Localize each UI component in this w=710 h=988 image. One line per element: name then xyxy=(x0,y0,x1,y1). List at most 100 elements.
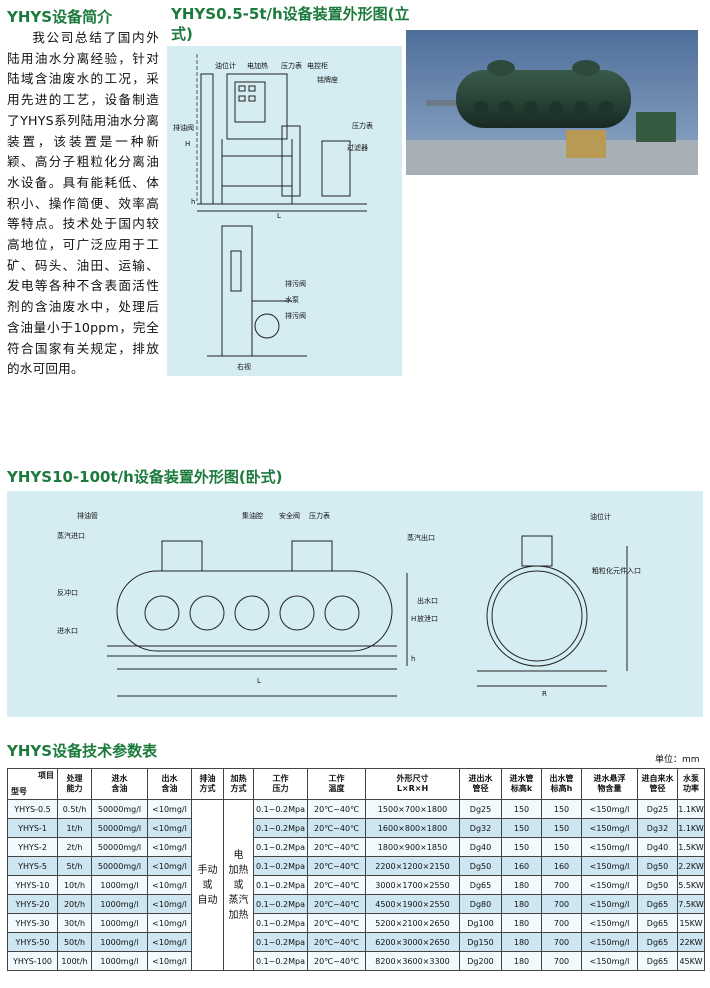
label-sewage-valve: 排污阀 xyxy=(285,279,306,288)
table-cell: 1000mg/l xyxy=(91,913,148,933)
table-cell: YHYS-20 xyxy=(7,894,58,914)
intro-text: 我公司总结了国内外陆用油水分离经验，针对陆域含油废水的工况，采用先进的工艺，设备… xyxy=(7,30,159,377)
table-cell: 700 xyxy=(541,894,582,914)
table-cell: 15KW xyxy=(677,913,705,933)
table-title: YHYS设备技术参数表 xyxy=(7,742,158,760)
table-cell: 1.1KW xyxy=(677,799,705,819)
table-header-cell: 出水 含油 xyxy=(147,768,192,800)
table-cell: 2.2KW xyxy=(677,856,705,876)
table-cell: 150 xyxy=(501,837,542,857)
table-cell: 1000mg/l xyxy=(91,932,148,952)
vertical-diagram: H h L 油位计 电加热 压力表 电控柜 铭牌座 排油阀 压力表 过滤器 排污… xyxy=(173,54,373,371)
table-cell: 2t/h xyxy=(57,837,92,857)
horizontal-diagram-title: YHYS10-100t/h设备装置外形图(卧式) xyxy=(7,468,283,486)
table-cell: 1000mg/l xyxy=(91,894,148,914)
table-cell: 20℃~40℃ xyxy=(307,894,366,914)
table-header-cell: 处理 能力 xyxy=(57,768,92,800)
vertical-diagram-panel: H h L 油位计 电加热 压力表 电控柜 铭牌座 排油阀 压力表 过滤器 排污… xyxy=(167,46,402,376)
table-cell: 1.1KW xyxy=(677,818,705,838)
table-cell: Dg65 xyxy=(637,951,678,971)
table-cell: <150mg/l xyxy=(581,913,638,933)
table-header-cell: 水泵 功率 xyxy=(677,768,705,800)
table-cell: Dg80 xyxy=(459,894,502,914)
table-header-cell: 工作 压力 xyxy=(253,768,308,800)
table-cell: Dg200 xyxy=(459,951,502,971)
vertical-diagram-title: YHYS0.5-5t/h设备装置外形图(立式) xyxy=(171,5,410,43)
table-cell: 20℃~40℃ xyxy=(307,856,366,876)
label-drain: 放泄口 xyxy=(417,614,438,623)
table-cell: 45KW xyxy=(677,951,705,971)
label-backflush: 反冲口 xyxy=(57,588,78,597)
table-header-cell: 加热 方式 xyxy=(223,768,254,800)
table-header-cell: 进水 含油 xyxy=(91,768,148,800)
label-right-view: 右视 xyxy=(237,362,251,371)
label-pump: 水泵 xyxy=(285,295,299,304)
label-steam-in: 蒸汽进口 xyxy=(57,531,85,540)
table-header-cell: 进水管 标高k xyxy=(501,768,542,800)
table-cell: 700 xyxy=(541,951,582,971)
table-cell: Dg65 xyxy=(637,932,678,952)
table-header-row: 项目 型号 处理 能力进水 含油出水 含油排油 方式加热 方式工作 压力工作 温… xyxy=(7,768,705,800)
table-cell: 0.1~0.2Mpa xyxy=(253,932,308,952)
table-cell: 160 xyxy=(501,856,542,876)
table-cell: <10mg/l xyxy=(147,913,192,933)
table-cell: 3000×1700×2550 xyxy=(365,875,460,895)
table-cell: 180 xyxy=(501,894,542,914)
dim-h-vertical: h xyxy=(191,198,195,206)
table-cell: 20℃~40℃ xyxy=(307,875,366,895)
table-cell: 1800×900×1850 xyxy=(365,837,460,857)
dim-L-vertical: L xyxy=(277,212,281,220)
table-cell: 150 xyxy=(501,799,542,819)
label-oil-gauge-h: 油位计 xyxy=(590,512,611,521)
table-cell: YHYS-1 xyxy=(7,818,58,838)
control-panel-icon xyxy=(238,85,256,102)
table-cell: 0.1~0.2Mpa xyxy=(253,818,308,838)
table-cell: 5t/h xyxy=(57,856,92,876)
label-safety-valve: 安全阀 xyxy=(279,511,300,520)
table-cell: Dg65 xyxy=(637,894,678,914)
horizontal-diagram: L H h 排油管 蒸汽进口 集油腔 安全阀 压力表 蒸汽出口 反冲口 进水口 … xyxy=(57,511,641,698)
table-cell: Dg25 xyxy=(637,799,678,819)
table-header-cell: 进出水 管径 xyxy=(459,768,502,800)
table-header-cell: 排油 方式 xyxy=(191,768,224,800)
table-cell: YHYS-100 xyxy=(7,951,58,971)
table-cell: 0.1~0.2Mpa xyxy=(253,799,308,819)
table-cell: Dg65 xyxy=(637,913,678,933)
table-cell: 50000mg/l xyxy=(91,837,148,857)
table-cell: <150mg/l xyxy=(581,818,638,838)
table-cell: <150mg/l xyxy=(581,875,638,895)
table-header-cell: 出水管 标高h xyxy=(541,768,582,800)
label-control-cabinet: 电控柜 xyxy=(307,61,328,70)
dim-R-horizontal: R xyxy=(542,690,547,698)
table-cell: 20℃~40℃ xyxy=(307,932,366,952)
table-cell: 150 xyxy=(541,799,582,819)
table-cell: 1000mg/l xyxy=(91,951,148,971)
label-heater: 电加热 xyxy=(247,61,268,70)
table-cell: 180 xyxy=(501,932,542,952)
label-oil-chamber: 集油腔 xyxy=(242,511,263,520)
table-cell: 20℃~40℃ xyxy=(307,799,366,819)
dim-H-vertical: H xyxy=(185,140,190,148)
table-cell: Dg50 xyxy=(637,875,678,895)
table-cell: Dg65 xyxy=(459,875,502,895)
header-corner: 项目 型号 xyxy=(7,768,58,800)
table-header-cell: 进自来水 管径 xyxy=(637,768,678,800)
table-cell: Dg50 xyxy=(459,856,502,876)
intro-title: YHYS设备简介 xyxy=(7,8,113,26)
table-cell: 700 xyxy=(541,913,582,933)
table-cell: Dg32 xyxy=(637,818,678,838)
table-cell: <150mg/l xyxy=(581,799,638,819)
table-cell: <10mg/l xyxy=(147,856,192,876)
parameters-table: 项目 型号 处理 能力进水 含油出水 含油排油 方式加热 方式工作 压力工作 温… xyxy=(7,768,705,971)
table-cell: 1t/h xyxy=(57,818,92,838)
table-cell: 22KW xyxy=(677,932,705,952)
table-cell: Dg50 xyxy=(637,856,678,876)
table-cell: 5200×2100×2650 xyxy=(365,913,460,933)
table-cell: 1.5KW xyxy=(677,837,705,857)
label-water-in: 进水口 xyxy=(57,626,78,635)
